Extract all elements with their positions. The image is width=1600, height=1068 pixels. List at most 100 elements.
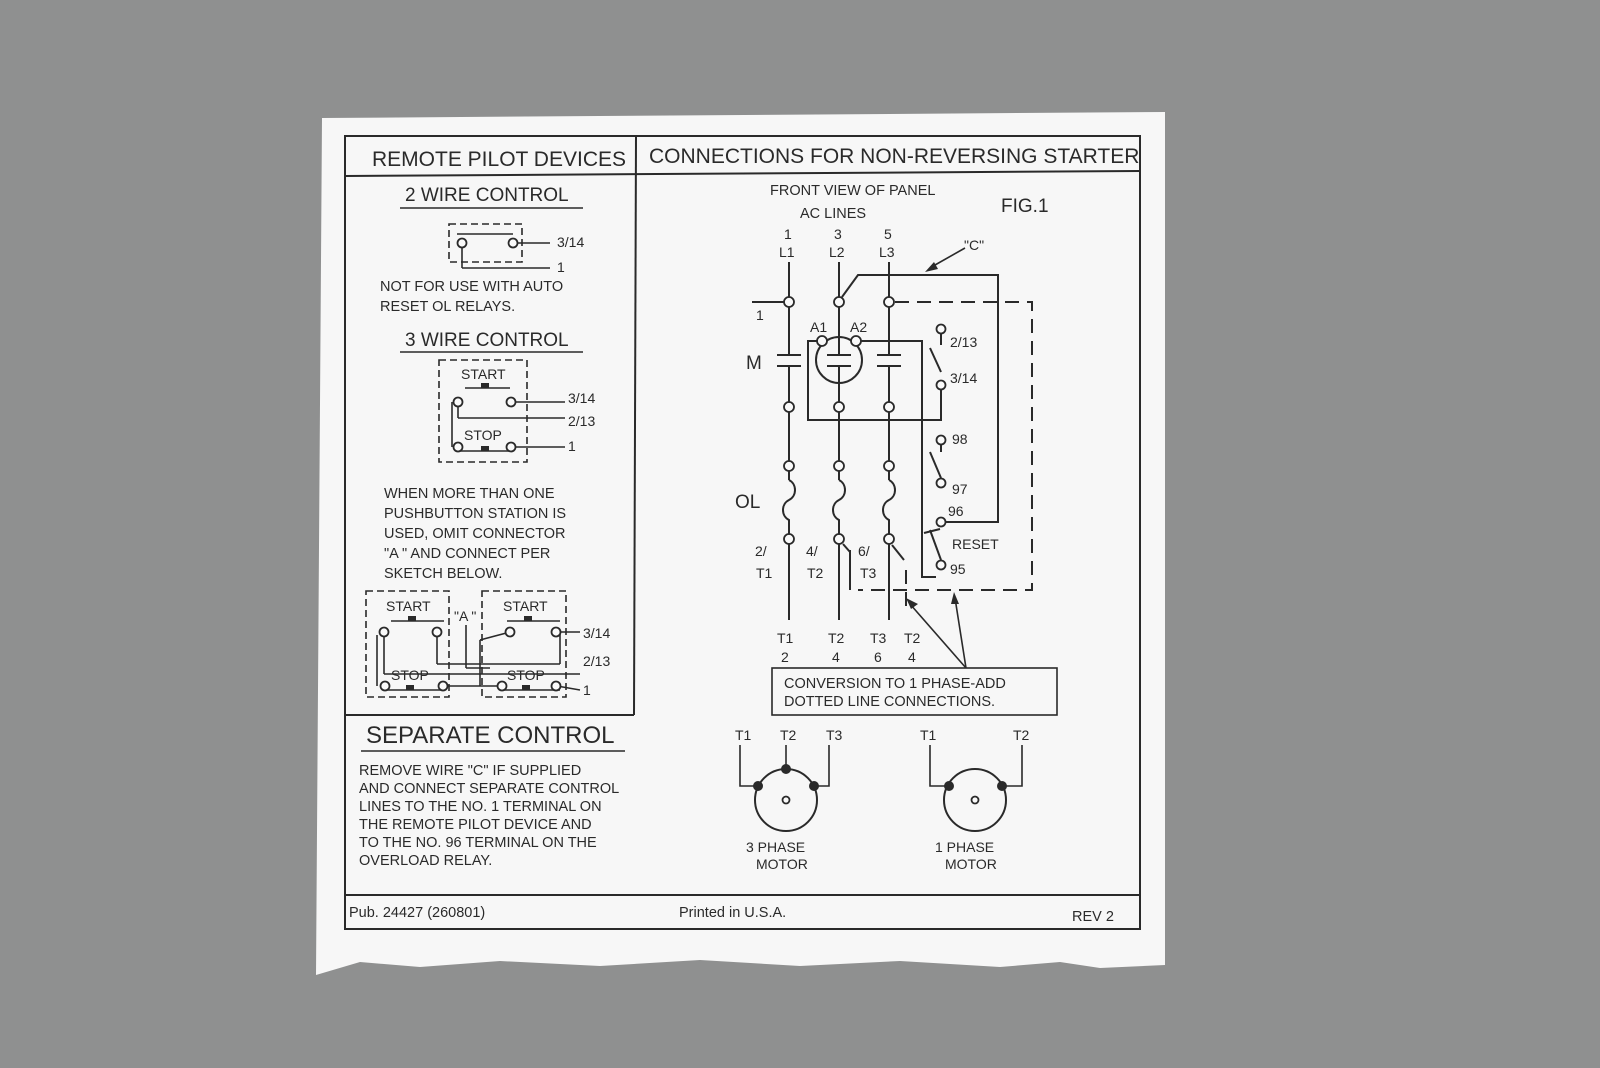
- motor-terminal-label: T1: [777, 630, 794, 646]
- line-label: L2: [829, 244, 845, 260]
- connector-a-label: "A ": [454, 608, 476, 624]
- multi-station-symbol: [365, 590, 581, 698]
- motor-lead-label: T1: [920, 727, 937, 743]
- terminal: [833, 296, 845, 308]
- motor-terminal-label: T2: [828, 630, 845, 646]
- terminal-label: 1: [568, 438, 576, 454]
- svg-text:OVERLOAD RELAY.: OVERLOAD RELAY.: [359, 853, 492, 869]
- svg-text:USED, OMIT CONNECTOR: USED, OMIT CONNECTOR: [384, 526, 566, 542]
- note-line: RESET OL RELAYS.: [380, 299, 515, 315]
- coil-a1-label: A1: [810, 319, 827, 335]
- terminal-label: 2/13: [583, 653, 610, 669]
- motor-3-phase-label: 3 PHASE: [746, 839, 805, 855]
- motor-terminal-label: T3: [870, 630, 887, 646]
- ac-lines-label: AC LINES: [800, 206, 866, 222]
- separate-control-heading: SEPARATE CONTROL: [366, 722, 614, 749]
- motor-terminal-label: 6: [874, 649, 882, 665]
- terminal-label: 1: [583, 682, 591, 698]
- motor-1-phase-label: MOTOR: [945, 856, 997, 872]
- motor-3-phase-label: MOTOR: [756, 856, 808, 872]
- wire-c-label: "C": [964, 237, 984, 253]
- load-terminal-label: 4/: [806, 543, 818, 559]
- svg-text:THE REMOTE PILOT DEVICE AND: THE REMOTE PILOT DEVICE AND: [359, 817, 592, 833]
- aux-terminal-label: 95: [950, 561, 966, 577]
- motor-terminal-label: 4: [908, 649, 916, 665]
- multi-station-note: WHEN MORE THAN ONE PUSHBUTTON STATION IS…: [384, 486, 566, 582]
- label-frame: [344, 135, 1141, 930]
- terminal-label: 3/14: [557, 234, 584, 250]
- label-paper: [316, 112, 1165, 975]
- overload-label: OL: [735, 492, 760, 513]
- overload-heater: [882, 479, 896, 620]
- svg-text:REMOVE WIRE "C" IF SUPPLIED: REMOVE WIRE "C" IF SUPPLIED: [359, 763, 581, 779]
- load-terminal-label: 2/: [755, 543, 767, 559]
- three-wire-symbol: [438, 359, 565, 463]
- header-divider: [344, 170, 1141, 177]
- terminal: [883, 533, 895, 545]
- motor-lead-label: T3: [826, 727, 843, 743]
- terminal: [883, 460, 895, 472]
- coil-a2-label: A2: [850, 319, 867, 335]
- aux-terminal-label: 96: [948, 503, 964, 519]
- terminal-1-label: 1: [756, 307, 764, 323]
- terminal: [783, 401, 795, 413]
- svg-text:SKETCH BELOW.: SKETCH BELOW.: [384, 566, 502, 582]
- two-wire-heading: 2 WIRE CONTROL: [405, 185, 569, 206]
- aux-terminal-label: 3/14: [950, 370, 977, 386]
- stop-label: STOP: [507, 667, 545, 683]
- left-title: REMOTE PILOT DEVICES: [372, 148, 626, 171]
- terminal-label: 3/14: [583, 625, 610, 641]
- svg-text:"A " AND CONNECT PER: "A " AND CONNECT PER: [384, 546, 550, 562]
- conversion-note-line: DOTTED LINE CONNECTIONS.: [784, 694, 995, 710]
- terminal: [783, 460, 795, 472]
- terminal-label: 2/13: [568, 413, 595, 429]
- terminal-label: 1: [557, 259, 565, 275]
- motor-lead-label: T2: [1013, 727, 1030, 743]
- printed-in: Printed in U.S.A.: [679, 905, 786, 921]
- line-label: L1: [779, 244, 795, 260]
- terminal: [833, 460, 845, 472]
- terminal-label: 3/14: [568, 390, 595, 406]
- start-label: START: [386, 598, 431, 614]
- front-view-label: FRONT VIEW OF PANEL: [770, 183, 935, 199]
- column-divider: [633, 135, 637, 716]
- line-number: 3: [834, 226, 842, 242]
- svg-text:WHEN MORE THAN ONE: WHEN MORE THAN ONE: [384, 486, 555, 502]
- svg-text:AND CONNECT SEPARATE CONTROL: AND CONNECT SEPARATE CONTROL: [359, 781, 619, 797]
- line-label: L3: [879, 244, 895, 260]
- motor-terminal-label: 2: [781, 649, 789, 665]
- terminal: [783, 296, 795, 308]
- motor-lead-label: T1: [735, 727, 752, 743]
- svg-text:LINES TO THE NO. 1 TERMINAL ON: LINES TO THE NO. 1 TERMINAL ON: [359, 799, 602, 815]
- aux-terminal-label: 2/13: [950, 334, 977, 350]
- three-wire-heading: 3 WIRE CONTROL: [405, 330, 569, 351]
- overload-heater: [832, 479, 846, 620]
- terminal: [883, 401, 895, 413]
- load-terminal-label: 6/: [858, 543, 870, 559]
- motor-terminal-label: 4: [832, 649, 840, 665]
- aux-terminal-label: 98: [952, 431, 968, 447]
- line-number: 1: [784, 226, 792, 242]
- pub-number: Pub. 24427 (260801): [349, 905, 485, 921]
- contactor-label: M: [746, 353, 762, 374]
- terminal: [783, 533, 795, 545]
- overload-heater: [782, 479, 796, 620]
- motor-1-phase-label: 1 PHASE: [935, 839, 994, 855]
- svg-text:PUSHBUTTON STATION IS: PUSHBUTTON STATION IS: [384, 506, 566, 522]
- stop-label: STOP: [391, 667, 429, 683]
- stop-label: STOP: [464, 427, 502, 443]
- load-terminal-label: T2: [807, 565, 824, 581]
- note-line: NOT FOR USE WITH AUTO: [380, 279, 563, 295]
- terminal: [833, 401, 845, 413]
- two-wire-symbol: [448, 223, 550, 269]
- reset-label: RESET: [952, 536, 999, 552]
- svg-text:TO THE NO. 96 TERMINAL ON THE: TO THE NO. 96 TERMINAL ON THE: [359, 835, 597, 851]
- terminal: [883, 296, 895, 308]
- line-number: 5: [884, 226, 892, 242]
- motor-lead-label: T2: [780, 727, 797, 743]
- separate-control-text: REMOVE WIRE "C" IF SUPPLIED AND CONNECT …: [359, 763, 619, 869]
- fig-label: FIG.1: [1001, 196, 1049, 217]
- right-title: CONNECTIONS FOR NON-REVERSING STARTER: [649, 145, 1139, 168]
- start-label: START: [461, 366, 506, 382]
